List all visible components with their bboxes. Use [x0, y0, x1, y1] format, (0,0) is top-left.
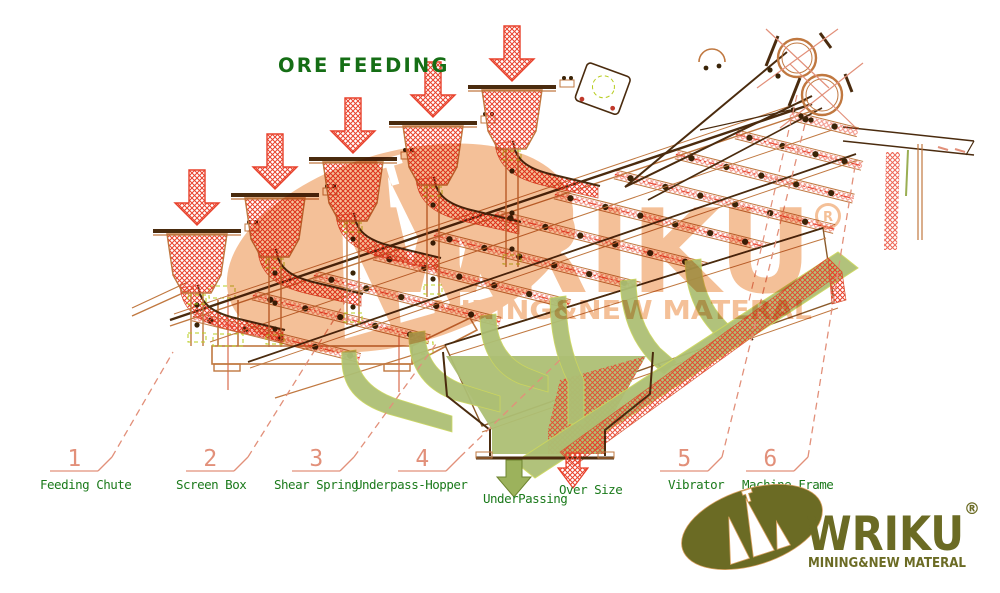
callout-leaders	[50, 119, 857, 472]
underflow-ribbons	[341, 258, 739, 433]
ore-feeding-arrows	[173, 25, 536, 226]
registered-mark-icon	[815, 203, 841, 229]
callout-3	[292, 343, 437, 472]
ore-feeding-arrow	[329, 97, 377, 154]
watermark-registered: R	[823, 210, 833, 225]
callout-5	[660, 119, 807, 472]
ore-feeding-arrow	[409, 61, 457, 118]
callout-2	[186, 277, 361, 472]
callout-number: 4	[415, 446, 428, 472]
vibrator-assembly	[574, 28, 864, 306]
lifting-lug	[698, 48, 726, 63]
mountain-logo-watermark-icon	[226, 143, 574, 353]
oversize-arrow	[556, 452, 590, 489]
underpass-hopper	[341, 149, 909, 479]
deck-row	[613, 169, 836, 234]
page-title: ORE FEEDING	[278, 54, 450, 77]
logo-brand: WRIKU	[806, 507, 964, 562]
watermark-tagline: MINING&NEW MATERAL	[432, 296, 812, 326]
callout-1	[50, 351, 174, 472]
part-label-feeding-chute: Feeding Chute	[40, 477, 131, 492]
feeding-chute	[153, 220, 286, 346]
part-label-underpass-hopper: Underpass-Hopper	[355, 477, 468, 492]
vibrator-motors	[756, 28, 864, 129]
part-label-screen-box: Screen Box	[176, 477, 247, 492]
ore-feeding-arrow	[173, 169, 221, 226]
flow-label-oversize: Over Size	[559, 482, 622, 497]
logo-tagline: MINING&NEW MATERAL	[808, 556, 966, 571]
frame-top-beam	[842, 126, 975, 240]
callout-4	[398, 359, 561, 472]
ore-feeding-arrow	[251, 133, 299, 190]
logo-registered: ®	[964, 499, 980, 518]
deck-row	[674, 149, 855, 204]
callout-number: 3	[309, 446, 322, 472]
underpassing-arrow	[495, 459, 533, 498]
callout-number: 6	[763, 446, 776, 472]
flow-label-underpassing: UnderPassing	[483, 491, 567, 506]
callout-number: 5	[677, 446, 690, 472]
callout-number: 2	[203, 446, 216, 472]
callout-number: 1	[67, 446, 80, 472]
part-label-vibrator: Vibrator	[668, 477, 725, 492]
ore-feeding-arrow	[488, 25, 536, 82]
part-label-shear-spring: Shear Spring	[274, 477, 358, 492]
deck-row	[788, 110, 860, 138]
callout-6	[746, 159, 857, 472]
mountain-logo-icon	[681, 484, 823, 570]
watermark-brand: WRIKU	[372, 185, 812, 320]
